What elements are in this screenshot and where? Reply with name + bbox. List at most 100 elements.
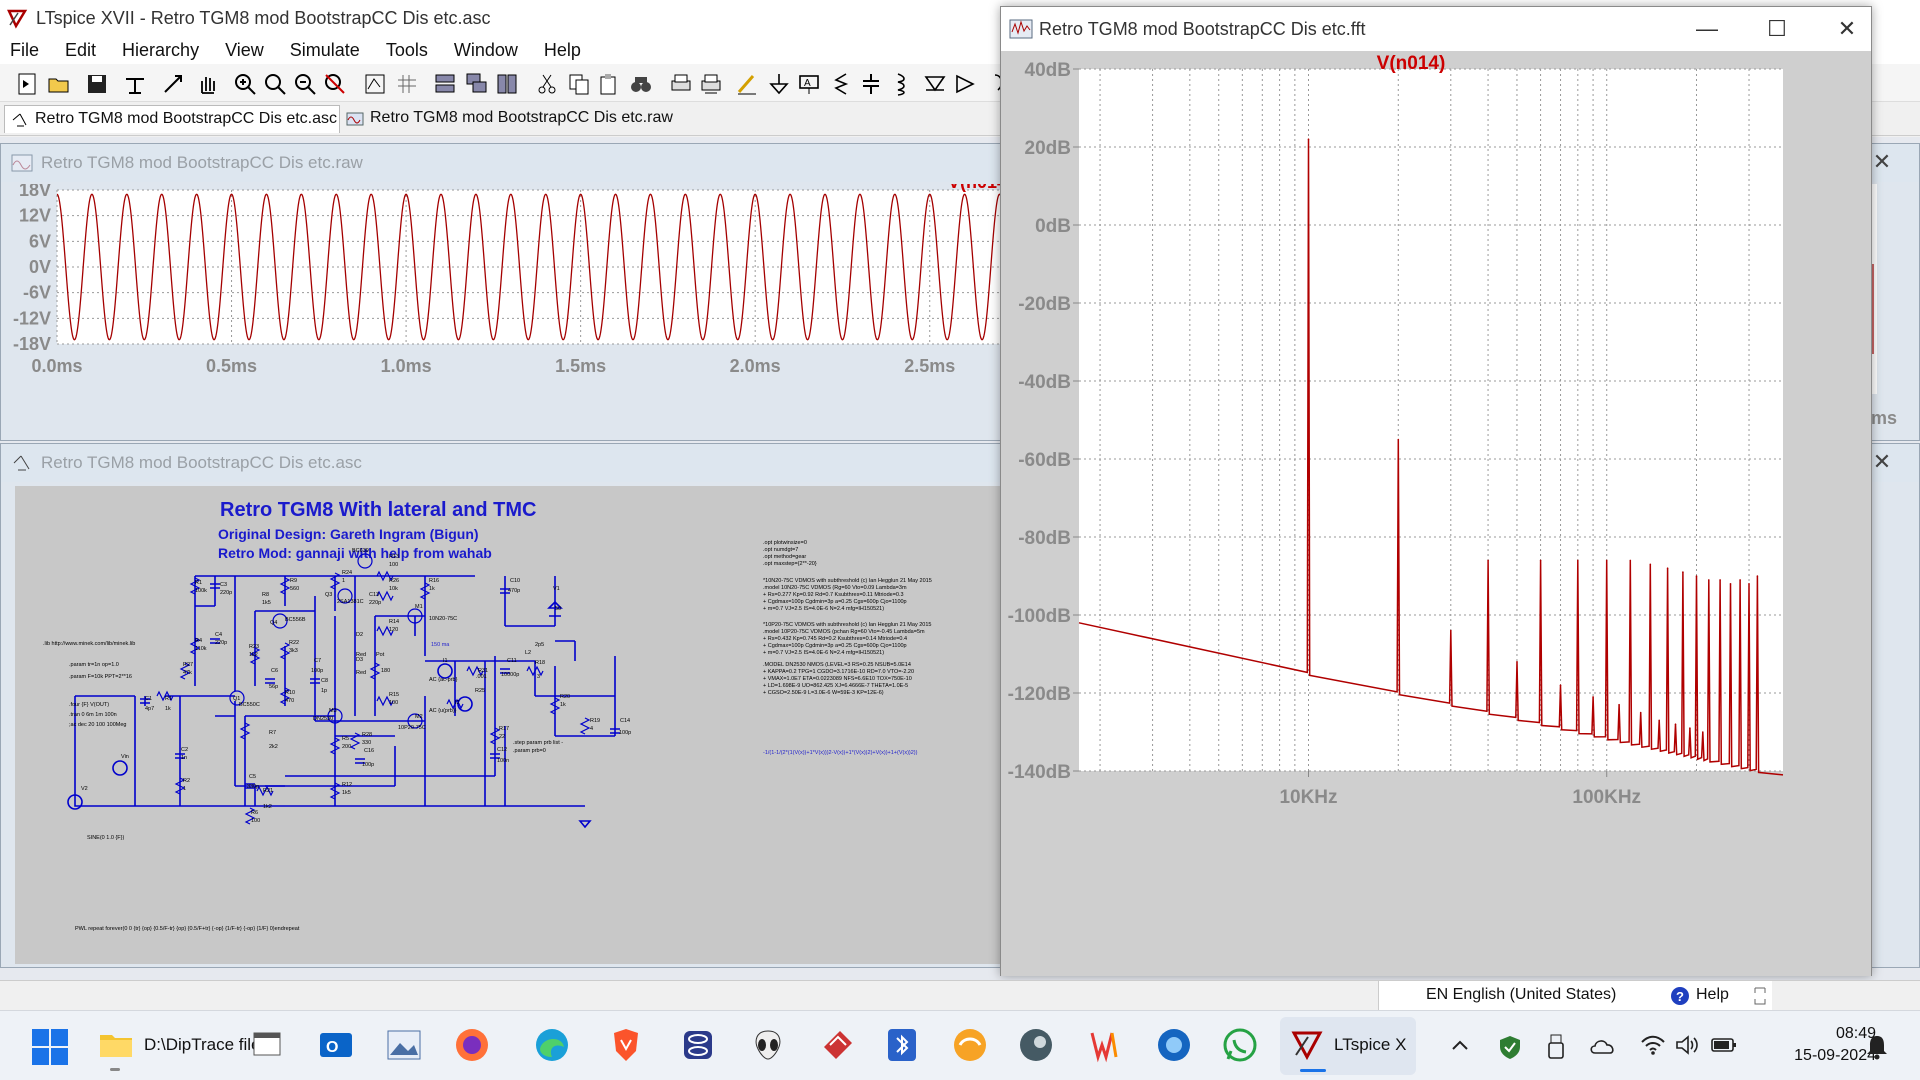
image-viewer-icon[interactable] (384, 1025, 424, 1065)
taskbar-explorer-button[interactable]: D:\DipTrace file (90, 1021, 290, 1071)
grid-icon[interactable] (394, 71, 420, 97)
raw-waveform-window[interactable]: Retro TGM8 mod BootstrapCC Dis etc.raw ✕… (0, 143, 1920, 441)
run-icon[interactable] (160, 71, 186, 97)
speaker-icon[interactable] (1674, 1033, 1700, 1057)
component-label: C1 (145, 696, 152, 702)
new-schematic-icon[interactable] (14, 71, 40, 97)
component-label: R1 (195, 580, 202, 586)
notification-bell-icon[interactable] (1864, 1033, 1890, 1061)
menu-view[interactable]: View (225, 39, 264, 60)
label-net-icon[interactable]: A (796, 71, 822, 97)
language-indicator[interactable]: EN English (United States) (1426, 986, 1617, 1003)
cloud-icon[interactable] (1588, 1035, 1618, 1057)
zoom-in-icon[interactable] (232, 71, 258, 97)
component-label: 330 (362, 740, 371, 746)
component-label: 110k (195, 646, 207, 652)
close-button[interactable]: ✕ (1837, 16, 1857, 41)
paste-icon[interactable] (596, 71, 622, 97)
schematic-canvas[interactable]: Retro TGM8 With lateral and TMC Original… (15, 486, 1005, 964)
raw-y-tick-label: 6V (29, 231, 51, 251)
autorange-icon[interactable] (362, 71, 388, 97)
edge-icon[interactable] (532, 1025, 572, 1065)
outlook-icon[interactable]: O (316, 1025, 356, 1065)
battery-icon[interactable] (1710, 1035, 1738, 1055)
fft-harmonic-peak (1695, 575, 1698, 577)
zoom-out-icon[interactable] (292, 71, 318, 97)
component-label: R31 (478, 668, 488, 674)
bluetooth-file-icon[interactable] (882, 1025, 922, 1065)
wifi-icon[interactable] (1640, 1033, 1666, 1057)
menu-edit[interactable]: Edit (65, 39, 97, 60)
print-setup-icon[interactable] (698, 71, 724, 97)
menu-window[interactable]: Window (453, 39, 518, 60)
alien-app-icon[interactable] (748, 1025, 788, 1065)
minimize-button[interactable]: — (1696, 16, 1718, 41)
fft-window-title-bar[interactable]: Retro TGM8 mod BootstrapCC Dis etc.fft —… (1001, 7, 1871, 51)
menu-hierarchy[interactable]: Hierarchy (122, 39, 200, 60)
fft-window[interactable]: Retro TGM8 mod BootstrapCC Dis etc.fft —… (1000, 6, 1872, 976)
tile-horizontal-icon[interactable] (432, 71, 458, 97)
tab-schematic[interactable]: Retro TGM8 mod BootstrapCC Dis etc.asc (4, 105, 340, 133)
copy-icon[interactable] (566, 71, 592, 97)
raw-window-close-button[interactable]: ✕ (1872, 149, 1892, 174)
schematic-window-title: Retro TGM8 mod BootstrapCC Dis etc.asc (41, 453, 362, 472)
w-app-icon[interactable] (1086, 1025, 1126, 1065)
orange-app-icon[interactable] (950, 1025, 990, 1065)
chevron-up-icon[interactable] (1448, 1033, 1472, 1057)
schematic-window-close-button[interactable]: ✕ (1872, 449, 1892, 474)
component-icon[interactable] (952, 71, 978, 97)
component-label: R9 (290, 578, 297, 584)
schematic-directives: .param tr=1n op=1.0.param F=10k PPT=2**1… (69, 540, 932, 754)
menu-simulate[interactable]: Simulate (289, 39, 360, 60)
inductor-icon[interactable] (888, 71, 914, 97)
model-directive: + Rs=0.277 Kp=0.92 Rd=0.7 Ksubthres=0.11… (763, 592, 904, 598)
steam-like-icon[interactable] (1016, 1025, 1056, 1065)
app-rings-icon[interactable] (678, 1025, 718, 1065)
windows-start-icon[interactable] (30, 1027, 70, 1067)
find-icon[interactable] (628, 71, 654, 97)
tab-waveform[interactable]: Retro TGM8 mod BootstrapCC Dis etc.raw (340, 105, 680, 133)
cascade-icon[interactable] (464, 71, 490, 97)
schematic-transistor (272, 613, 288, 629)
taskbar-ltspice-button[interactable]: LTspice X (1280, 1017, 1416, 1075)
save-icon[interactable] (84, 71, 110, 97)
menu-file[interactable]: File (10, 39, 40, 60)
draw-wire-icon[interactable] (734, 71, 760, 97)
control-panel-icon[interactable] (122, 71, 148, 97)
raw-y-tick-label: -6V (23, 283, 51, 303)
svg-text:O: O (326, 1039, 338, 1056)
help-icon[interactable]: ? (1670, 986, 1690, 1006)
fft-spectrum-chart[interactable]: 40dB20dB0dB-20dB-40dB-60dB-80dB-100dB-12… (1001, 51, 1871, 976)
component-label: 330p (247, 784, 259, 790)
cut-icon[interactable] (534, 71, 560, 97)
diode-icon[interactable] (922, 71, 948, 97)
schematic-formula: -1/(1-1/(2*(1(V(x))+1*V(x)))2-V(x))+1*(V… (763, 750, 918, 756)
blue-app-icon[interactable] (1154, 1025, 1194, 1065)
firefox-icon[interactable] (452, 1025, 492, 1065)
open-folder-icon[interactable] (46, 71, 72, 97)
zoom-fit-icon[interactable] (262, 71, 288, 97)
whatsapp-icon[interactable] (1220, 1025, 1260, 1065)
security-shield-icon[interactable] (1496, 1033, 1524, 1061)
print-icon[interactable] (668, 71, 694, 97)
tile-vertical-icon[interactable] (494, 71, 520, 97)
component-label: 180 (381, 668, 390, 674)
system-clock[interactable]: 08:49 15-09-2024 (1766, 1023, 1876, 1067)
resistor-icon[interactable] (828, 71, 854, 97)
ground-icon[interactable] (766, 71, 792, 97)
fft-y-tick-label: -100dB (1008, 606, 1071, 627)
zoom-cancel-icon[interactable] (322, 71, 348, 97)
help-link[interactable]: Help (1696, 986, 1729, 1003)
menu-help[interactable]: Help (543, 39, 581, 60)
schematic-transistor (407, 713, 423, 729)
usb-device-icon[interactable] (1544, 1033, 1568, 1061)
circuit-tool-icon[interactable] (818, 1025, 858, 1065)
capacitor-icon[interactable] (858, 71, 884, 97)
pan-hand-icon[interactable] (194, 71, 220, 97)
brave-icon[interactable] (606, 1025, 646, 1065)
maximize-button[interactable]: ☐ (1767, 16, 1787, 41)
menu-tools[interactable]: Tools (385, 39, 428, 60)
resize-grip-icon[interactable] (1752, 985, 1768, 1007)
